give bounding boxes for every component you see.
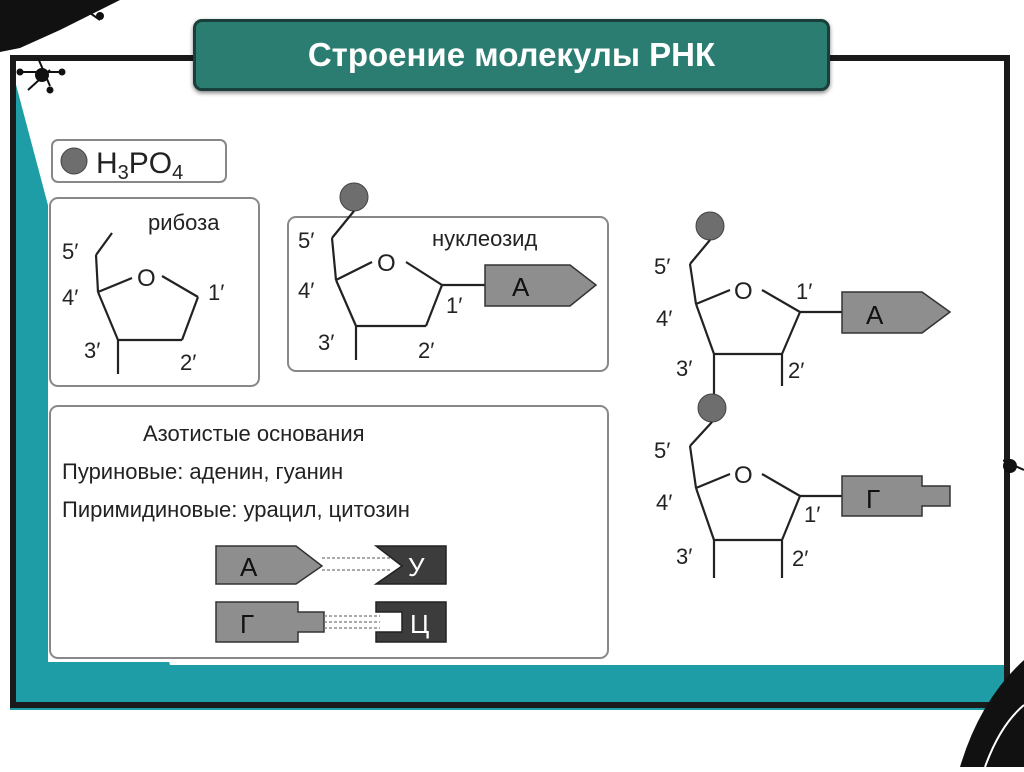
- carbon-2-label: 2′: [788, 358, 804, 383]
- bases-panel: Азотистые основания Пуриновые: аденин, г…: [50, 406, 608, 658]
- phosphate-circle-icon: [698, 394, 726, 422]
- ribose-label: рибоза: [148, 210, 220, 235]
- carbon-3-label: 3′: [318, 330, 334, 355]
- ring-oxygen: O: [137, 265, 156, 292]
- carbon-3-label: 3′: [676, 356, 692, 381]
- base-a-label: А: [512, 272, 530, 302]
- phosphate-circle-icon: [61, 148, 87, 174]
- phosphate-circle-icon: [696, 212, 724, 240]
- carbon-4-label: 4′: [656, 306, 672, 331]
- carbon-2-label: 2′: [792, 546, 808, 571]
- base-u-label: У: [408, 552, 425, 582]
- base-g-label: Г: [240, 609, 254, 639]
- phosphate-formula: H: [96, 147, 118, 180]
- carbon-1-label: 1′: [804, 502, 820, 527]
- carbon-5-label: 5′: [654, 438, 670, 463]
- ring-oxygen: O: [734, 278, 753, 305]
- base-a-label: А: [866, 300, 884, 330]
- carbon-4-label: 4′: [298, 278, 314, 303]
- base-g-label: Г: [866, 484, 880, 514]
- ring-oxygen: O: [734, 462, 753, 489]
- carbon-2-label: 2′: [180, 350, 196, 375]
- svg-text:H3PO4: H3PO4: [96, 147, 183, 184]
- ring-oxygen: O: [377, 250, 396, 277]
- carbon-2-label: 2′: [418, 338, 434, 363]
- corner-decoration-top-left: [0, 0, 120, 52]
- carbon-3-label: 3′: [676, 544, 692, 569]
- carbon-4-label: 4′: [656, 490, 672, 515]
- carbon-3-label: 3′: [84, 338, 100, 363]
- base-a-label: А: [240, 552, 258, 582]
- carbon-1-label: 1′: [796, 279, 812, 304]
- phosphate-circle-icon: [340, 183, 368, 211]
- slide-title: Строение молекулы РНК: [308, 36, 715, 74]
- carbon-4-label: 4′: [62, 285, 78, 310]
- phosphate-legend: H3PO4: [52, 140, 226, 184]
- title-banner: Строение молекулы РНК: [193, 19, 830, 91]
- bases-title: Азотистые основания: [143, 421, 365, 446]
- carbon-1-label: 1′: [446, 293, 462, 318]
- carbon-5-label: 5′: [298, 228, 314, 253]
- ribose-panel: рибоза O 5′ 4′ 1′ 3′ 2′: [50, 198, 259, 386]
- pyrimidines-text: Пиримидиновые: урацил, цитозин: [62, 497, 410, 522]
- nucleoside-label: нуклеозид: [432, 226, 537, 251]
- carbon-1-label: 1′: [208, 280, 224, 305]
- carbon-5-label: 5′: [654, 254, 670, 279]
- base-c-label: Ц: [410, 609, 429, 639]
- carbon-5-label: 5′: [62, 239, 78, 264]
- purines-text: Пуриновые: аденин, гуанин: [62, 459, 343, 484]
